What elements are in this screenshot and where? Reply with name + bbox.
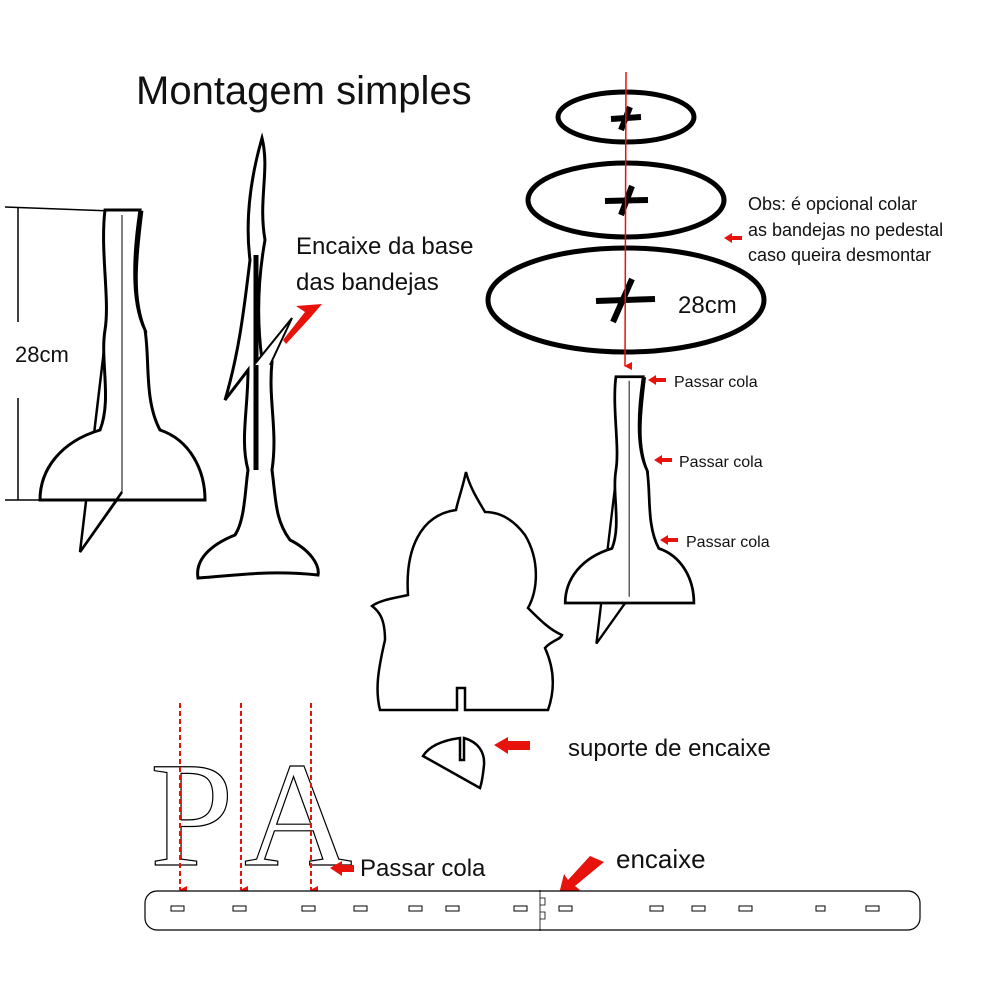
red-arrow-icon	[724, 233, 742, 243]
obs-note-line1: Obs: é opcional colar	[748, 194, 917, 214]
support-label: suporte de encaixe	[568, 735, 771, 762]
letter-p: P	[150, 732, 233, 898]
support-piece	[421, 736, 486, 790]
letters-glue-label: Passar cola	[360, 855, 486, 882]
glue-guide-arrows	[179, 703, 318, 894]
base-fit-note-line2: das bandejas	[296, 269, 439, 296]
red-arrow-icon	[283, 304, 322, 344]
fit-label: encaixe	[616, 844, 706, 874]
tray-dimension-label: 28cm	[678, 292, 737, 319]
right-pedestal	[563, 375, 696, 645]
bird-stand-piece	[369, 471, 564, 712]
obs-note-line2: as bandejas no pedestal	[748, 220, 943, 240]
page-title: Montagem simples	[136, 69, 472, 113]
pedestal-glue-label-middle: Passar cola	[679, 454, 763, 471]
pedestal-glue-label-top: Passar cola	[674, 374, 758, 391]
left-pedestal	[4, 206, 207, 553]
trays	[485, 89, 767, 355]
assembly-guide-line	[624, 71, 633, 371]
left-dimension-label: 28cm	[15, 342, 69, 367]
side-pedestal	[196, 132, 320, 580]
red-arrow-icon	[494, 737, 530, 754]
red-arrow-icon	[648, 375, 678, 545]
obs-note-line3: caso queira desmontar	[748, 245, 931, 265]
red-arrow-icon	[330, 861, 354, 876]
base-bar	[144, 890, 921, 931]
base-fit-note-line1: Encaixe da base	[296, 233, 473, 260]
pedestal-glue-label-bottom: Passar cola	[686, 534, 770, 551]
letter-a: A	[244, 732, 352, 898]
red-arrow-icon	[558, 856, 604, 898]
